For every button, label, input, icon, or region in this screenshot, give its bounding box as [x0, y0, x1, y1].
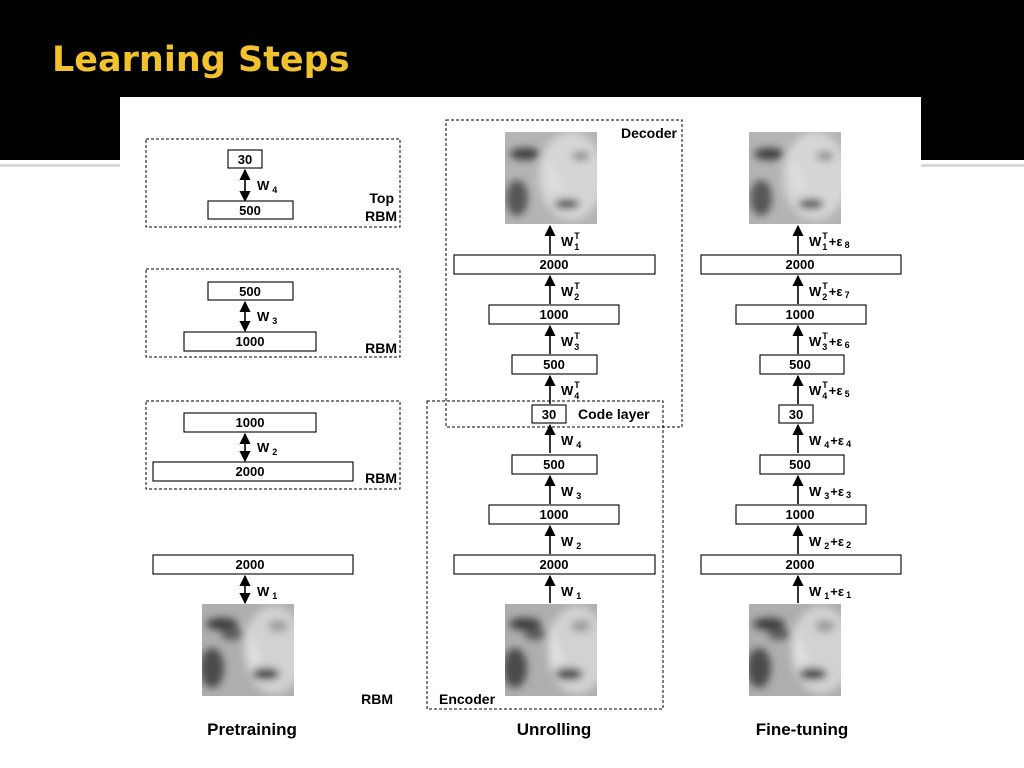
- weight-label: W4T: [561, 380, 580, 401]
- layer-label: 1000: [236, 415, 265, 430]
- layer-label: 2000: [786, 557, 815, 572]
- encoder-label: Encoder: [439, 691, 496, 707]
- unrolling-column: Decoder Encoder W1T 2000 W2T 1000 W3T 50…: [426, 119, 683, 739]
- layer-box: [152, 554, 354, 575]
- layer-label: 1000: [786, 307, 815, 322]
- layer-label: 1000: [540, 507, 569, 522]
- rbm-label-top: Top: [369, 190, 394, 206]
- layer-box: [152, 461, 354, 482]
- layer-label: 2000: [236, 557, 265, 572]
- layer-box: [227, 149, 263, 169]
- layer-label: 1000: [236, 334, 265, 349]
- layer-label: 1000: [540, 307, 569, 322]
- layer-box: [511, 354, 598, 375]
- layer-label: 30: [542, 407, 556, 422]
- layer-box: [511, 454, 598, 475]
- weight-label: W1T: [561, 231, 580, 252]
- layer-box: [759, 454, 845, 475]
- layer-box: [453, 554, 656, 575]
- code-layer-box: [531, 404, 567, 424]
- layer-label: 30: [789, 407, 803, 422]
- layer-box: [700, 554, 902, 575]
- layer-label: 500: [789, 457, 811, 472]
- face-image-input: [503, 604, 607, 696]
- layer-box: [183, 331, 317, 352]
- code-layer-box: [778, 404, 814, 424]
- code-layer-label: Code layer: [578, 406, 650, 422]
- layer-box: [735, 304, 867, 325]
- layer-box: [735, 504, 867, 525]
- rbm-label: RBM: [365, 470, 397, 486]
- caption-unrolling: Unrolling: [517, 720, 592, 739]
- rbm-dashed-frame: [145, 400, 401, 490]
- layer-label: 2000: [786, 257, 815, 272]
- layer-box: [700, 254, 902, 275]
- layer-label: 2000: [236, 464, 265, 479]
- layer-box: [488, 504, 620, 525]
- layer-label: 2000: [540, 557, 569, 572]
- decoder-frame: [445, 119, 683, 428]
- face-image-output: [749, 132, 847, 224]
- layer-box: [453, 254, 656, 275]
- rbm-label: RBM: [365, 340, 397, 356]
- face-image-input: [200, 604, 304, 696]
- layer-box: [488, 304, 620, 325]
- layer-label: 500: [543, 357, 565, 372]
- slide-title: Learning Steps: [52, 40, 350, 80]
- decoder-label: Decoder: [621, 125, 678, 141]
- layer-box: [759, 354, 845, 375]
- layer-label: 30: [238, 152, 252, 167]
- layer-label: 500: [239, 203, 261, 218]
- layer-label: 1000: [786, 507, 815, 522]
- layer-box: [183, 412, 317, 433]
- encoder-frame: [426, 400, 664, 710]
- rbm-label: RBM: [365, 208, 397, 224]
- weight-label: W3T: [561, 331, 580, 352]
- layer-label: 2000: [540, 257, 569, 272]
- layer-box: [207, 281, 294, 301]
- rbm-label: RBM: [361, 691, 393, 707]
- rbm-dashed-frame: [145, 138, 401, 228]
- layer-box: [207, 200, 294, 220]
- layer-label: 500: [789, 357, 811, 372]
- face-image-output: [505, 132, 603, 224]
- caption-finetuning: Fine-tuning: [756, 720, 849, 739]
- caption-pretraining: Pretraining: [207, 720, 297, 739]
- face-image-input: [747, 604, 851, 696]
- weight-label: W2T: [561, 281, 580, 302]
- layer-label: 500: [543, 457, 565, 472]
- rbm-dashed-frame: [145, 268, 401, 358]
- layer-label: 500: [239, 284, 261, 299]
